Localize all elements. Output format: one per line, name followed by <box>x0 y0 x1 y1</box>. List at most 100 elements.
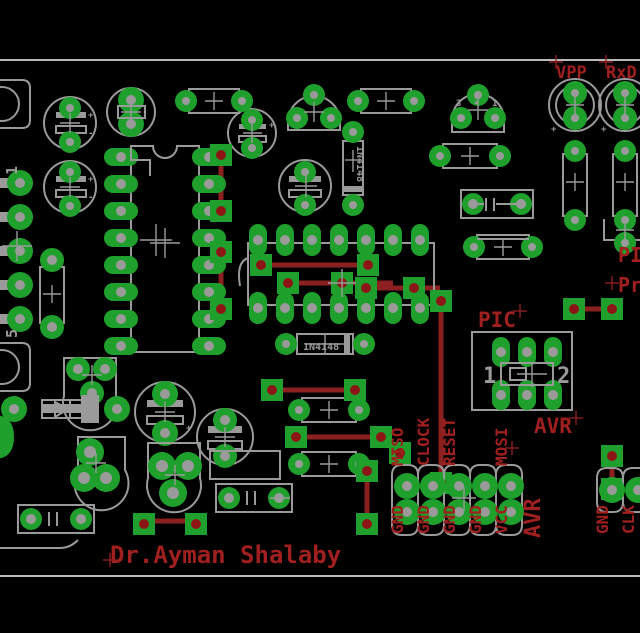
pad[interactable] <box>563 106 587 130</box>
pad[interactable] <box>394 499 420 525</box>
resistor-r4[interactable] <box>463 234 543 260</box>
transistor-q4[interactable] <box>146 442 202 514</box>
pad[interactable] <box>348 399 370 421</box>
capacitor-boxed-4[interactable] <box>209 450 281 480</box>
mounting-hole-top-left[interactable] <box>0 79 31 129</box>
pad[interactable] <box>614 140 636 162</box>
resistor-r8[interactable] <box>288 397 370 423</box>
capacitor-boxed-1[interactable] <box>460 189 534 219</box>
ic-u2-dip14[interactable] <box>238 224 435 324</box>
pad[interactable] <box>342 121 364 143</box>
diode-d2-1n4148[interactable]: 1N4148 <box>342 121 365 216</box>
diode-d3-symbol[interactable] <box>1 395 130 423</box>
pad[interactable] <box>7 238 33 264</box>
pad[interactable] <box>446 473 472 499</box>
pad[interactable] <box>463 236 485 258</box>
pad[interactable] <box>70 464 98 492</box>
pad[interactable] <box>420 499 446 525</box>
pad[interactable] <box>544 337 562 367</box>
transistor-q5[interactable] <box>70 436 130 512</box>
pad[interactable] <box>472 473 498 499</box>
via-group-u1[interactable] <box>210 144 232 320</box>
capacitor-c2[interactable]: +- <box>43 160 97 217</box>
pad[interactable] <box>7 272 33 298</box>
mounting-hole-bottom-left[interactable] <box>0 342 31 392</box>
pad[interactable] <box>152 420 178 446</box>
pad[interactable] <box>275 333 297 355</box>
capacitor-rxd[interactable]: + <box>598 78 640 135</box>
pad[interactable] <box>92 464 120 492</box>
pad[interactable] <box>288 453 310 475</box>
pad[interactable] <box>510 193 532 215</box>
pad[interactable] <box>563 81 587 105</box>
pad[interactable] <box>241 137 263 159</box>
pad[interactable] <box>544 380 562 410</box>
via-group-u2[interactable] <box>250 254 425 299</box>
pad[interactable] <box>492 337 510 367</box>
pad[interactable] <box>93 357 117 381</box>
pad[interactable] <box>76 438 104 466</box>
component-right-edge[interactable] <box>603 219 640 254</box>
pad[interactable] <box>174 452 202 480</box>
resistor-r6-vertical[interactable] <box>612 140 638 231</box>
left-edge-connector[interactable]: 1 5 <box>0 166 33 338</box>
pad[interactable] <box>40 315 64 339</box>
resistor-r10[interactable] <box>39 248 65 339</box>
pad[interactable] <box>472 499 498 525</box>
capacitor-c5[interactable] <box>278 159 332 216</box>
pad-left-green-blob[interactable] <box>0 415 14 459</box>
pad[interactable] <box>467 84 489 106</box>
resistor-r3[interactable] <box>429 143 511 169</box>
pad[interactable] <box>614 209 636 231</box>
pad[interactable] <box>7 204 33 230</box>
pad[interactable] <box>159 479 187 507</box>
capacitor-c3[interactable] <box>106 87 156 137</box>
pad[interactable] <box>564 209 586 231</box>
pad[interactable] <box>564 140 586 162</box>
pad[interactable] <box>498 473 524 499</box>
pad[interactable] <box>40 248 64 272</box>
pad[interactable] <box>66 357 90 381</box>
pad[interactable] <box>288 399 310 421</box>
pad[interactable] <box>446 499 472 525</box>
pad[interactable] <box>303 84 325 106</box>
pad[interactable] <box>59 195 81 217</box>
connector-avr-isp[interactable]: MISO CLOCK RESET MOSI GND GND GND GND VC… <box>388 417 524 536</box>
jumper-pic-avr[interactable]: 1 2 <box>471 331 573 411</box>
capacitor-boxed-3[interactable] <box>17 504 95 534</box>
pad[interactable] <box>489 145 511 167</box>
resistor-r1[interactable] <box>175 88 253 114</box>
ic-u2-pads[interactable] <box>249 224 429 324</box>
pad[interactable] <box>294 161 316 183</box>
pad[interactable] <box>286 107 308 129</box>
pad[interactable] <box>59 161 81 183</box>
connector-right-edge[interactable]: GND CLK <box>593 467 640 534</box>
pad[interactable] <box>342 194 364 216</box>
pad[interactable] <box>613 81 637 105</box>
pad[interactable] <box>420 473 446 499</box>
resistor-r2[interactable] <box>347 88 425 114</box>
pad[interactable] <box>1 396 27 422</box>
diode-d1-1n4148[interactable]: 1N4148 <box>275 333 375 355</box>
pad[interactable] <box>7 170 33 196</box>
pad[interactable] <box>614 232 636 254</box>
pad[interactable] <box>403 90 425 112</box>
pad[interactable] <box>450 107 472 129</box>
pad[interactable] <box>347 90 369 112</box>
pad[interactable] <box>599 477 625 503</box>
pad[interactable] <box>429 145 451 167</box>
pad[interactable] <box>521 236 543 258</box>
pad[interactable] <box>294 194 316 216</box>
transistor-q1[interactable] <box>286 84 342 131</box>
pad[interactable] <box>70 508 92 530</box>
pad[interactable] <box>353 333 375 355</box>
pad[interactable] <box>241 109 263 131</box>
capacitor-vpp[interactable]: + <box>548 78 602 135</box>
pad[interactable] <box>320 107 342 129</box>
capacitor-c1[interactable]: +- <box>43 96 97 153</box>
pad[interactable] <box>218 487 240 509</box>
pad[interactable] <box>213 444 237 468</box>
